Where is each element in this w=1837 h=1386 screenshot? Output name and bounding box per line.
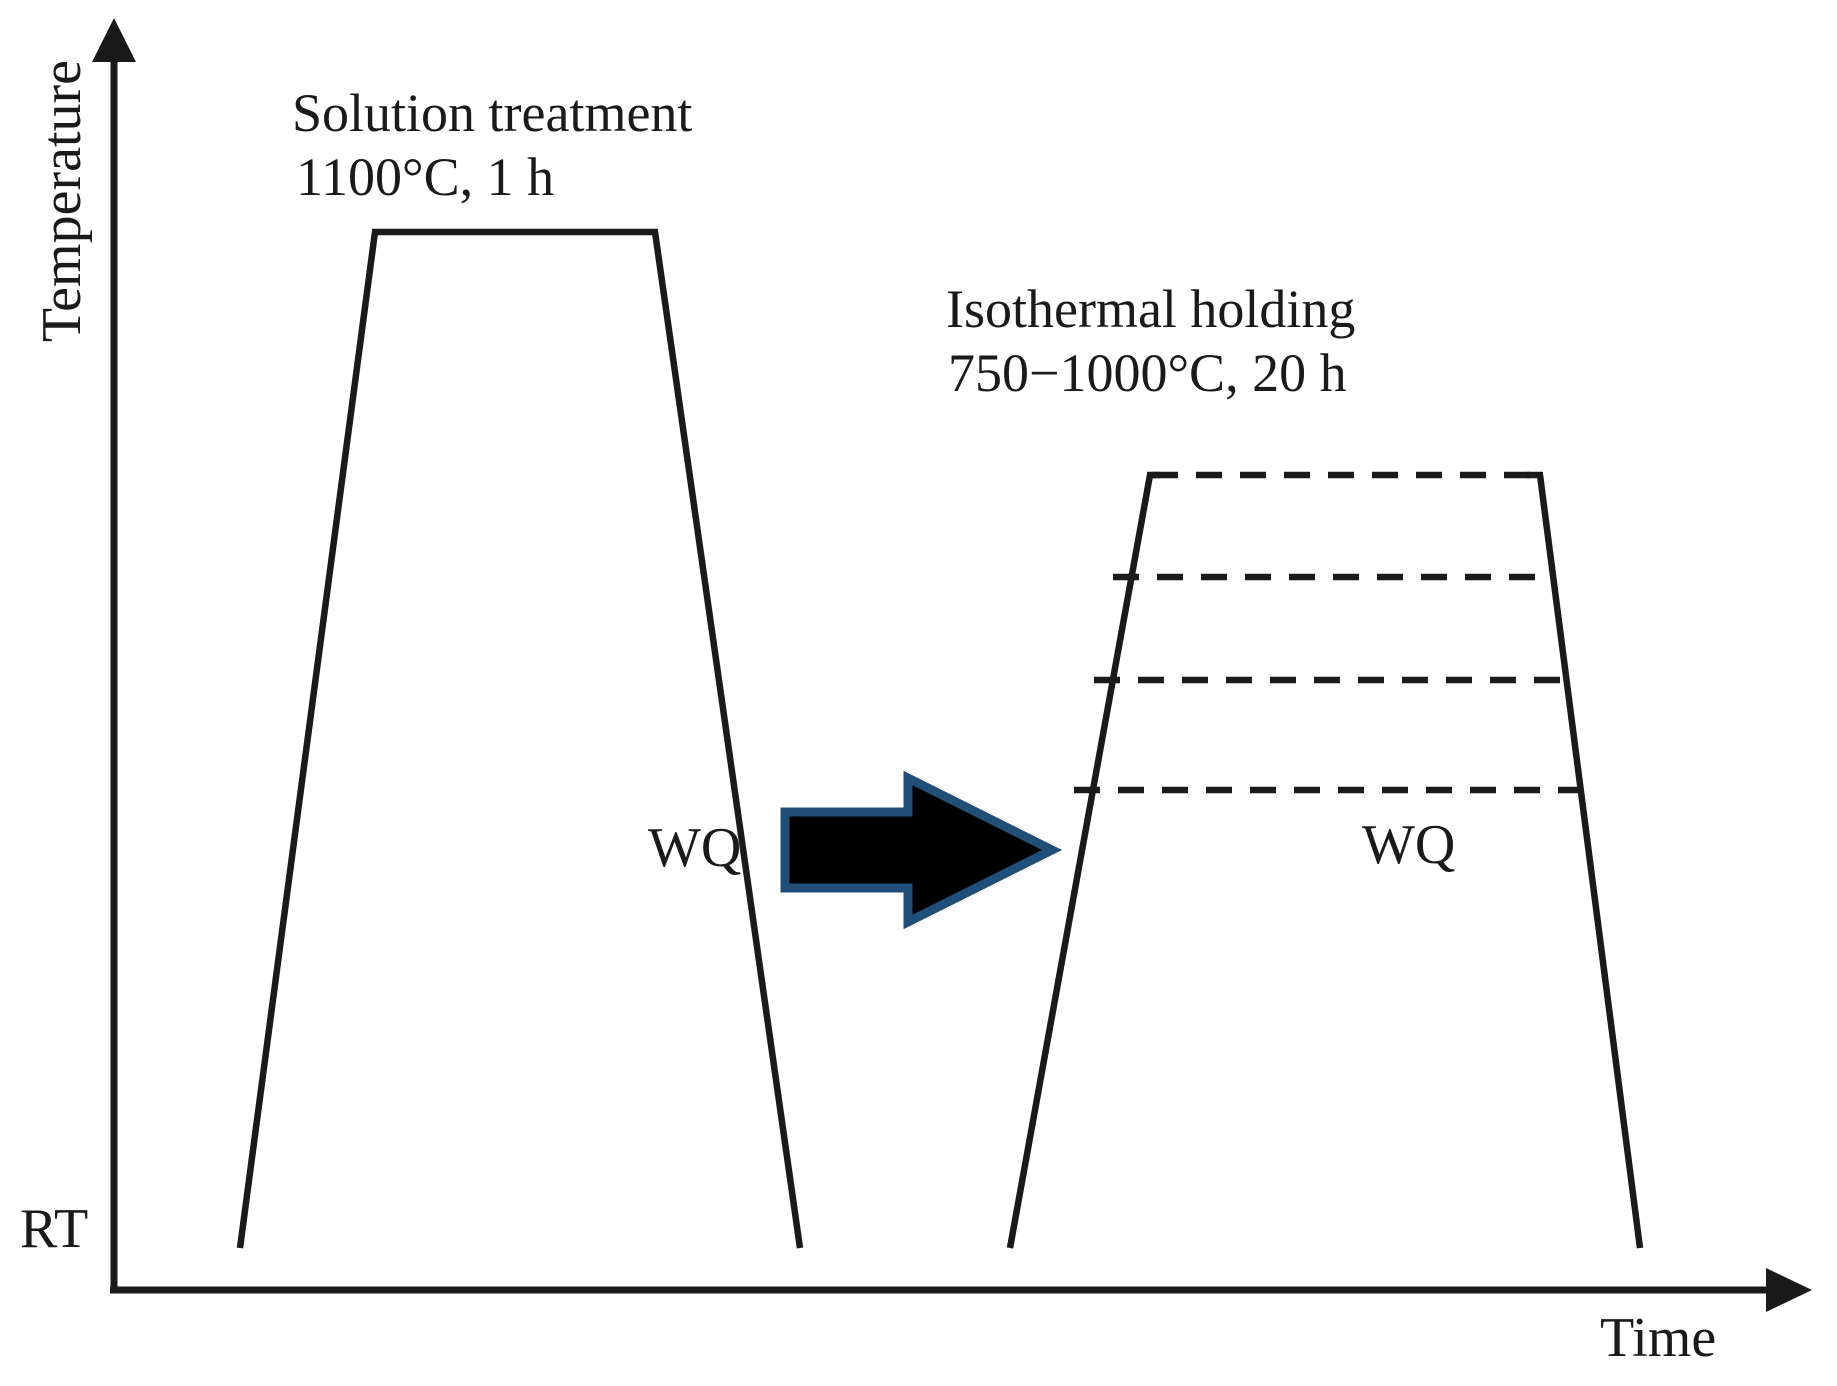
axis-group	[92, 18, 1812, 1312]
y-axis-title: Temperature	[30, 59, 93, 343]
isothermal-holding-label: Isothermal holding 750−1000°C, 20 h	[946, 278, 1355, 405]
isothermal-holding-title: Isothermal holding	[946, 279, 1356, 339]
isothermal-holding-heating-ramp	[1006, 474, 1154, 1249]
solution-treatment-heating-ramp	[236, 231, 379, 1249]
process-flow-arrow-shape	[780, 770, 1063, 930]
process-flow-arrow	[780, 770, 1063, 930]
solution-treatment-label: Solution treatment 1100°C, 1 h	[292, 82, 692, 209]
solution-treatment-condition: 1100°C, 1 h	[296, 146, 555, 207]
room-temperature-label: RT	[20, 1198, 89, 1260]
solution-treatment-title: Solution treatment	[292, 83, 693, 143]
solution-treatment-quench-ramp	[651, 231, 804, 1249]
solution-treatment-profile	[236, 228, 804, 1249]
isothermal-holding-profile	[1006, 471, 1644, 1249]
x-axis-arrowhead	[1766, 1268, 1812, 1312]
water-quench-label-isothermal-holding: WQ	[1362, 814, 1456, 876]
isothermal-holding-quench-ramp	[1536, 474, 1644, 1249]
isothermal-holding-condition: 750−1000°C, 20 h	[948, 342, 1347, 403]
x-axis-title: Time	[1600, 1307, 1717, 1369]
water-quench-label-solution-treatment: WQ	[648, 817, 742, 879]
y-axis-arrowhead	[92, 18, 136, 62]
